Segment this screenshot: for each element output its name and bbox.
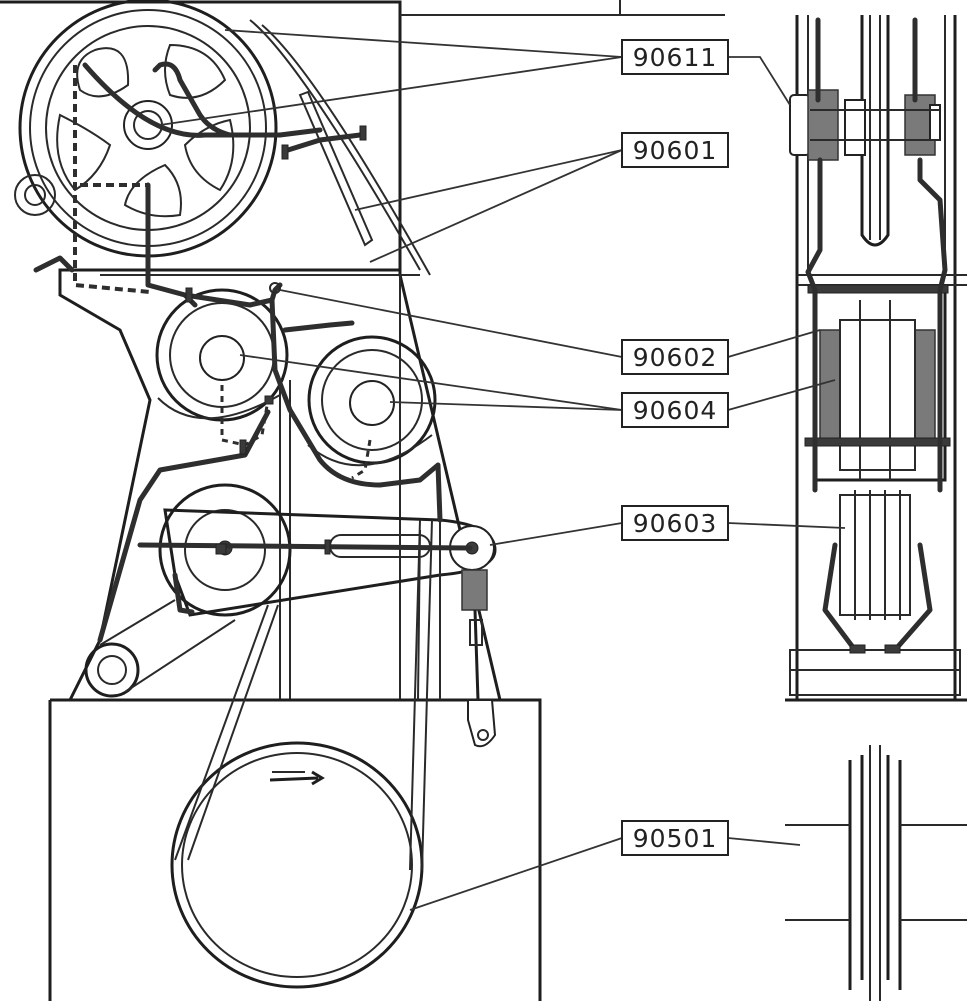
frame-inner bbox=[100, 274, 420, 700]
part-label-90602: 90602 bbox=[621, 339, 729, 375]
part-label-90604: 90604 bbox=[621, 392, 729, 428]
part-label-text: 90604 bbox=[633, 396, 718, 425]
leader-lines bbox=[159, 29, 846, 911]
part-label-90603: 90603 bbox=[621, 505, 729, 541]
part-label-90601: 90601 bbox=[621, 132, 729, 168]
part-label-90611: 90611 bbox=[621, 39, 729, 75]
drum-right bbox=[307, 335, 437, 467]
small-pulley-left bbox=[14, 174, 56, 216]
part-label-text: 90611 bbox=[633, 43, 718, 72]
part-label-text: 90501 bbox=[633, 824, 718, 853]
part-label-text: 90602 bbox=[633, 343, 718, 372]
side-elevation bbox=[0, 0, 725, 1001]
actuator-rod bbox=[461, 569, 497, 748]
part-label-text: 90601 bbox=[633, 136, 718, 165]
base-housing bbox=[48, 698, 542, 1001]
motor-pulley bbox=[170, 519, 433, 989]
front-view bbox=[785, 15, 967, 1001]
belt-guard-upper bbox=[298, 90, 374, 247]
part-label-text: 90603 bbox=[633, 509, 718, 538]
idler-pulley bbox=[84, 642, 140, 698]
lube-line-main bbox=[82, 62, 323, 138]
part-label-90501: 90501 bbox=[621, 820, 729, 856]
